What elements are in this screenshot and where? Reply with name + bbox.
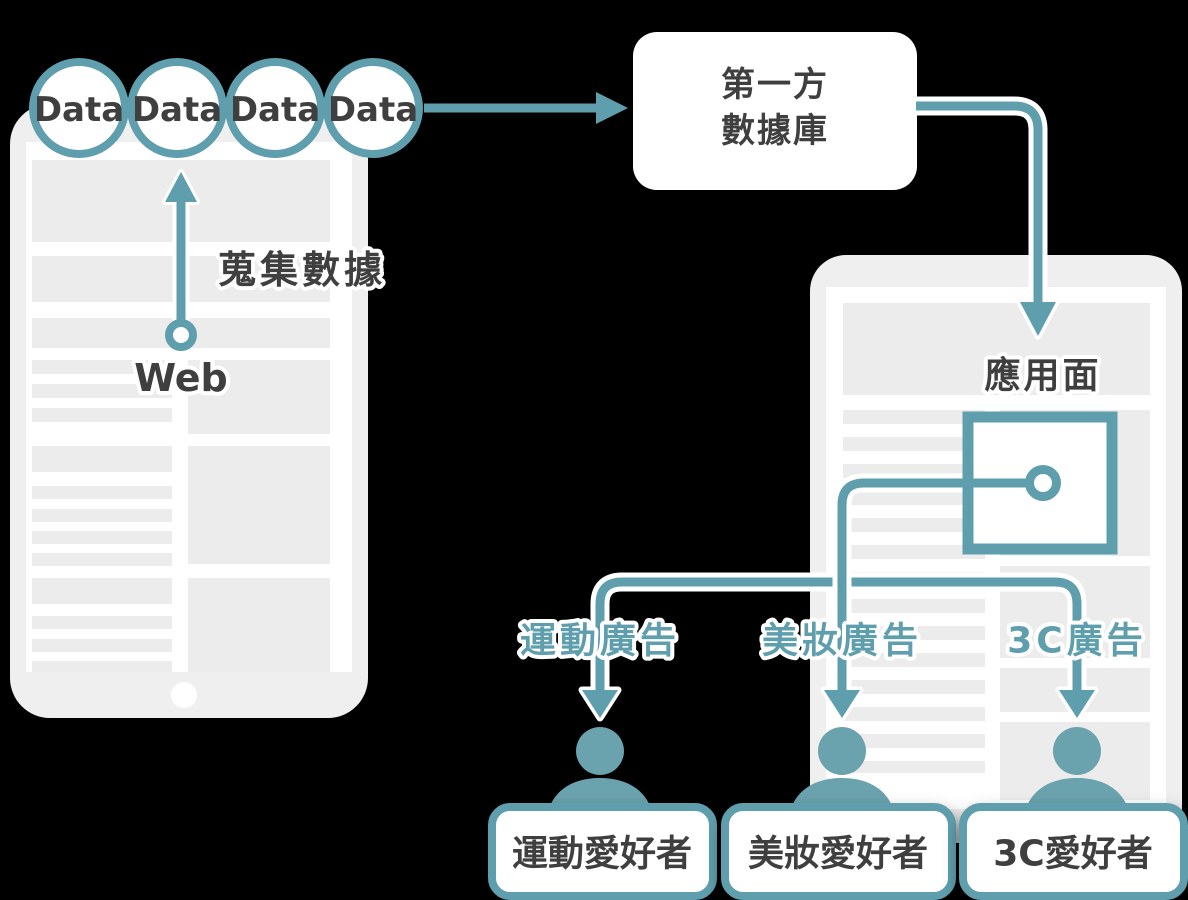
- data-chips: Data Data Data Data: [29, 58, 423, 158]
- wireframe-line: [843, 545, 985, 559]
- wireframe-line: [32, 661, 172, 672]
- wireframe-line: [32, 531, 172, 544]
- wireframe-line: [32, 384, 172, 398]
- connector-web-to-data: [162, 169, 200, 351]
- ad-label-3c: 3C廣告: [1007, 621, 1146, 662]
- data-chip: Data: [323, 58, 423, 158]
- data-circle-icon: [323, 58, 423, 158]
- wireframe-line: [843, 491, 985, 505]
- web-label: Web: [134, 356, 228, 400]
- persona-beauty: 美妝愛好者: [721, 727, 956, 900]
- wireframe-line: [843, 680, 985, 694]
- wireframe-line: [32, 486, 172, 499]
- wireframe-line: [843, 626, 985, 640]
- data-chip: Data: [225, 58, 325, 158]
- wireframe-line: [843, 653, 985, 667]
- data-chip-label: Data: [328, 90, 418, 130]
- middle-branch-line: [837, 478, 1028, 692]
- wireframe-line: [32, 509, 172, 522]
- persona-box: [721, 803, 956, 900]
- arrow-data-to-database: [424, 92, 628, 124]
- database-label-line1: 第一方: [721, 65, 829, 105]
- wireframe-line: [32, 408, 172, 422]
- data-circle-icon: [127, 58, 227, 158]
- person-head-icon: [818, 727, 866, 775]
- ad-label-beauty: 美妝廣告: [762, 621, 922, 662]
- person-head-icon: [1053, 727, 1101, 775]
- wireframe-block: [188, 360, 330, 434]
- wireframe-line: [32, 553, 172, 566]
- web-anchor-ring-icon: [165, 319, 197, 351]
- wireframe-block: [32, 446, 172, 472]
- data-chip: Data: [127, 58, 227, 158]
- wireframe-line: [32, 616, 172, 629]
- wireframe-line: [32, 360, 172, 374]
- persona-sports: 運動愛好者: [488, 727, 717, 900]
- connector-line: [916, 101, 1043, 302]
- arrowhead-right-icon: [596, 92, 628, 124]
- home-button: [171, 682, 197, 708]
- wireframe-block: [188, 446, 330, 564]
- data-circle-icon: [29, 58, 129, 158]
- wireframe-line: [32, 639, 172, 652]
- wireframe-line: [843, 437, 985, 451]
- persona-label: 運動愛好者: [512, 834, 692, 875]
- wireframe-block: [188, 578, 330, 672]
- database-box: [633, 32, 917, 190]
- database-label-line2: 數據庫: [721, 111, 829, 151]
- persona-label: 3C愛好者: [993, 834, 1152, 875]
- data-chip-label: Data: [132, 90, 222, 130]
- data-chip: Data: [29, 58, 129, 158]
- persona-box: [488, 803, 717, 900]
- collect-data-label: 蒐集數據: [218, 248, 386, 292]
- arrowhead-down-icon: [578, 686, 622, 722]
- data-chip-label: Data: [34, 90, 124, 130]
- data-chip-label: Data: [230, 90, 320, 130]
- data-circle-icon: [225, 58, 325, 158]
- persona-label: 美妝愛好者: [748, 834, 928, 875]
- wireframe-line: [843, 410, 985, 424]
- wireframe-line: [843, 518, 985, 532]
- wireframe-block: [32, 578, 172, 604]
- wireframe-line: [843, 707, 985, 721]
- first-party-database-node: 第一方 數據庫: [633, 32, 917, 190]
- person-head-icon: [576, 727, 624, 775]
- connector-database-to-application: [916, 96, 1060, 340]
- wireframe-line: [843, 734, 985, 748]
- persona-box: [959, 803, 1188, 900]
- wireframe-line: [843, 599, 985, 613]
- application-side-label: 應用面: [984, 355, 1101, 397]
- persona-3c: 3C愛好者: [959, 727, 1188, 900]
- ad-label-sports: 運動廣告: [520, 621, 680, 662]
- wireframe-block: [843, 303, 1150, 395]
- app-anchor-ring-icon: [1025, 465, 1061, 501]
- wireframe-line: [843, 761, 985, 773]
